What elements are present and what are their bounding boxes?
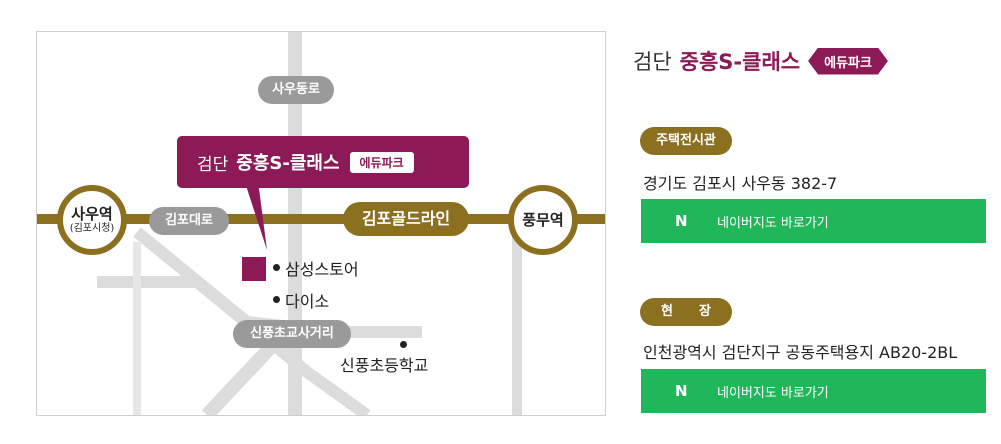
- poi-dot-daiso: [273, 296, 280, 303]
- station-sau-name: 사우역: [71, 204, 113, 223]
- poi-samsung-store: 삼성스토어: [285, 260, 359, 279]
- address-model-house: 경기도 김포시 사우동 382-7: [643, 174, 838, 193]
- poi-dot-school: [400, 341, 407, 348]
- poi-school: 신풍초등학교: [340, 356, 429, 375]
- project-title: 검단 중흥S-클래스 에듀파크: [633, 46, 888, 76]
- address-site: 인천광역시 검단지구 공동주택용지 AB20-2BL: [643, 343, 958, 362]
- poi-dot-samsung: [273, 264, 280, 271]
- station-sau: 사우역 (김포시청): [57, 185, 127, 255]
- label-site: 현 장: [640, 298, 732, 326]
- naver-map-button-model-house[interactable]: N 네이버지도 바로가기: [641, 199, 986, 243]
- naver-logo-icon: N: [675, 382, 688, 400]
- road-label-sau-dongro: 사우동로: [258, 76, 334, 104]
- title-brand: 중흥S-클래스: [679, 50, 801, 74]
- site-callout: 검단 중흥S-클래스 에듀파크: [177, 136, 469, 188]
- station-pungmu: 풍무역: [508, 185, 578, 255]
- naver-map-button-site[interactable]: N 네이버지도 바로가기: [641, 369, 986, 413]
- road-label-junction: 신풍초교사거리: [233, 320, 351, 348]
- naver-logo-icon: N: [675, 212, 688, 230]
- naver-map-link-text: 네이버지도 바로가기: [717, 215, 829, 231]
- road-label-gold-line: 김포골드라인: [343, 202, 469, 236]
- naver-map-link-text: 네이버지도 바로가기: [717, 385, 829, 401]
- label-model-house: 주택전시관: [640, 127, 732, 155]
- callout-tag: 에듀파크: [349, 151, 414, 173]
- location-map: 사우동로 김포대로 김포골드라인 신풍초교사거리 사우역 (김포시청) 풍무역 …: [36, 31, 606, 416]
- poi-daiso: 다이소: [285, 292, 330, 311]
- title-tag: 에듀파크: [808, 48, 888, 75]
- road-label-gimpo-daero: 김포대로: [149, 207, 229, 235]
- title-prefix: 검단: [633, 50, 672, 74]
- station-sau-sub: (김포시청): [69, 222, 115, 234]
- station-pungmu-name: 풍무역: [522, 210, 564, 229]
- site-marker: [242, 257, 266, 281]
- callout-prefix: 검단: [197, 154, 229, 175]
- callout-brand: 중흥S-클래스: [236, 153, 340, 174]
